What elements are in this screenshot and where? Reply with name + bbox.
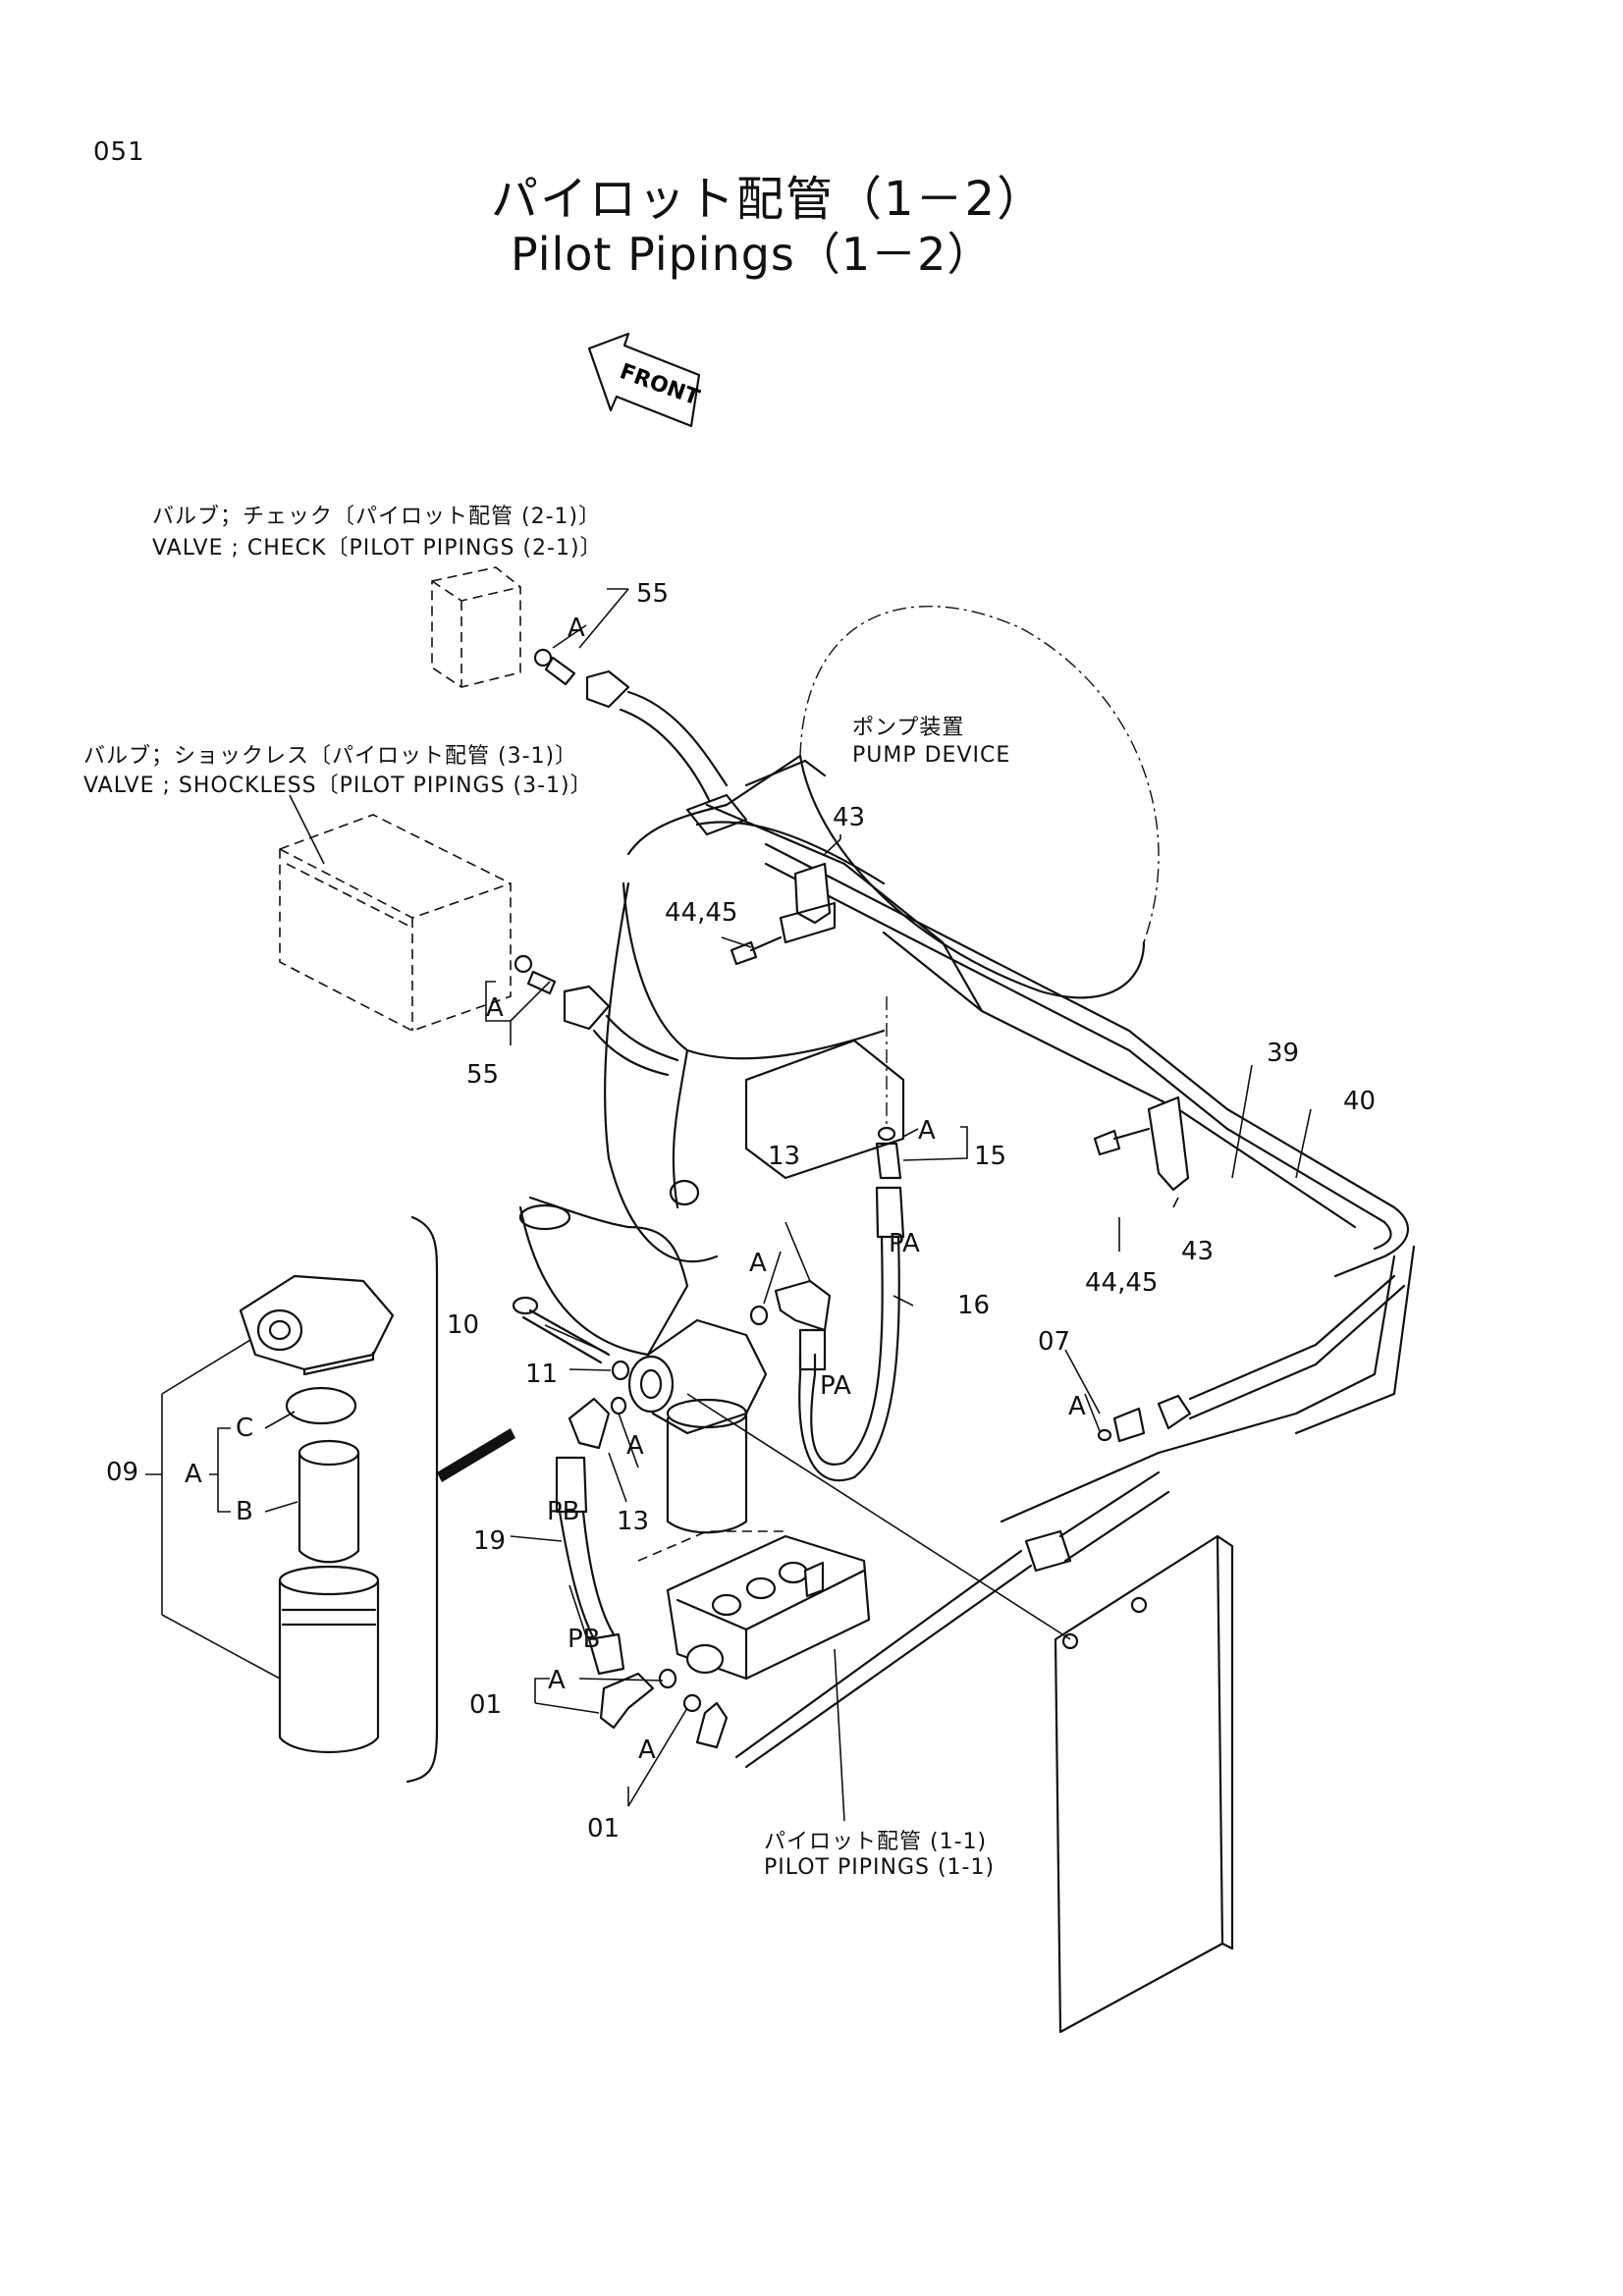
pilot-pipings-11-label-jp: パイロット配管 (1-1) [764,1830,988,1854]
callout-a-13b: A [626,1431,644,1461]
callout-01-top: 01 [469,1690,503,1720]
seal-11 [613,1362,628,1379]
callout-pb-low: PB [568,1625,601,1654]
callout-55-top: 55 [636,579,670,609]
check-valve-label-en: VALVE ; CHECK〔PILOT PIPINGS (2-1)〕 [152,536,603,561]
callout-a-01: A [548,1666,566,1695]
callout-13-low: 13 [617,1507,650,1536]
clamp-43-right [1095,1097,1188,1190]
pilot-valve-block [638,1531,869,1679]
check-valve-label-jp: バルブ；チェック〔パイロット配管 (2-1)〕 [152,505,602,529]
shockless-valve-label-en: VALVE ; SHOCKLESS〔PILOT PIPINGS (3-1)〕 [83,774,593,798]
callout-55-mid: 55 [466,1060,500,1090]
callout-09-lines [145,1340,298,1679]
callout-16: 16 [957,1291,991,1320]
callout-39: 39 [1267,1039,1300,1068]
callout-10: 10 [447,1310,480,1340]
callout-pa-low: PA [820,1371,851,1401]
callout-15: 15 [974,1142,1007,1171]
filter-group-left [241,1217,515,1782]
callout-44-45-right: 44,45 [1085,1268,1159,1298]
callout-a-09: A [185,1460,202,1489]
page-title-en: Pilot Pipings（1－2） [511,228,994,281]
callout-43-top: 43 [833,803,866,832]
elbow-01-top [601,1670,676,1728]
callout-13-top: 13 [768,1142,801,1171]
pump-device-label-jp: ポンプ装置 [852,716,965,740]
hose-55-mid [515,956,677,1075]
callout-19: 19 [473,1526,507,1556]
callout-a-mid: A [486,993,504,1023]
callout-43-right: 43 [1181,1237,1215,1266]
callout-a-01b: A [638,1735,656,1765]
hose-19 [557,1398,625,1674]
callout-pb-top: PB [547,1497,580,1526]
callout-09: 09 [106,1458,139,1487]
hose-16 [799,1128,903,1480]
front-arrow-icon: FRONT [589,334,702,426]
leader-lines [290,589,1311,1821]
pump-device-drawing [520,607,1159,1355]
callout-a-top: A [568,614,585,643]
callout-a-15: A [918,1116,936,1146]
check-valve-outline [432,567,520,687]
hose-07 [1099,1276,1404,1441]
filter-assembly-main [629,1320,766,1532]
leader-long [687,1394,1070,1639]
callout-40: 40 [1343,1087,1377,1116]
shockless-valve-label-jp: バルブ；ショックレス〔パイロット配管 (3-1)〕 [83,744,578,769]
pump-device-label-en: PUMP DEVICE [852,743,1011,768]
callout-a-07: A [1068,1392,1086,1421]
fitting-13-top [751,1281,830,1330]
page-title-jp: パイロット配管（1－2） [491,172,1047,227]
callout-44-45-top: 44,45 [665,898,738,928]
clamp-43-top [731,864,835,964]
pipe-39-40 [766,844,1414,1522]
callout-b-09: B [236,1497,253,1526]
bolt-10 [514,1298,609,1362]
elbow-01-low [684,1695,727,1747]
callout-11: 11 [525,1360,559,1389]
pilot-pipings-11-label-en: PILOT PIPINGS (1-1) [764,1855,996,1880]
callout-01-low: 01 [587,1814,621,1843]
shockless-valve-outline [280,815,511,1031]
hose-55-top [535,650,727,800]
hose-lower [736,1472,1168,1767]
callout-c-09: C [236,1414,254,1443]
callout-07: 07 [1038,1327,1071,1357]
callout-pa-top: PA [889,1229,920,1258]
page-number: 051 [93,137,145,167]
cover-plate [1055,1536,1232,2032]
callout-a-13: A [749,1249,767,1278]
